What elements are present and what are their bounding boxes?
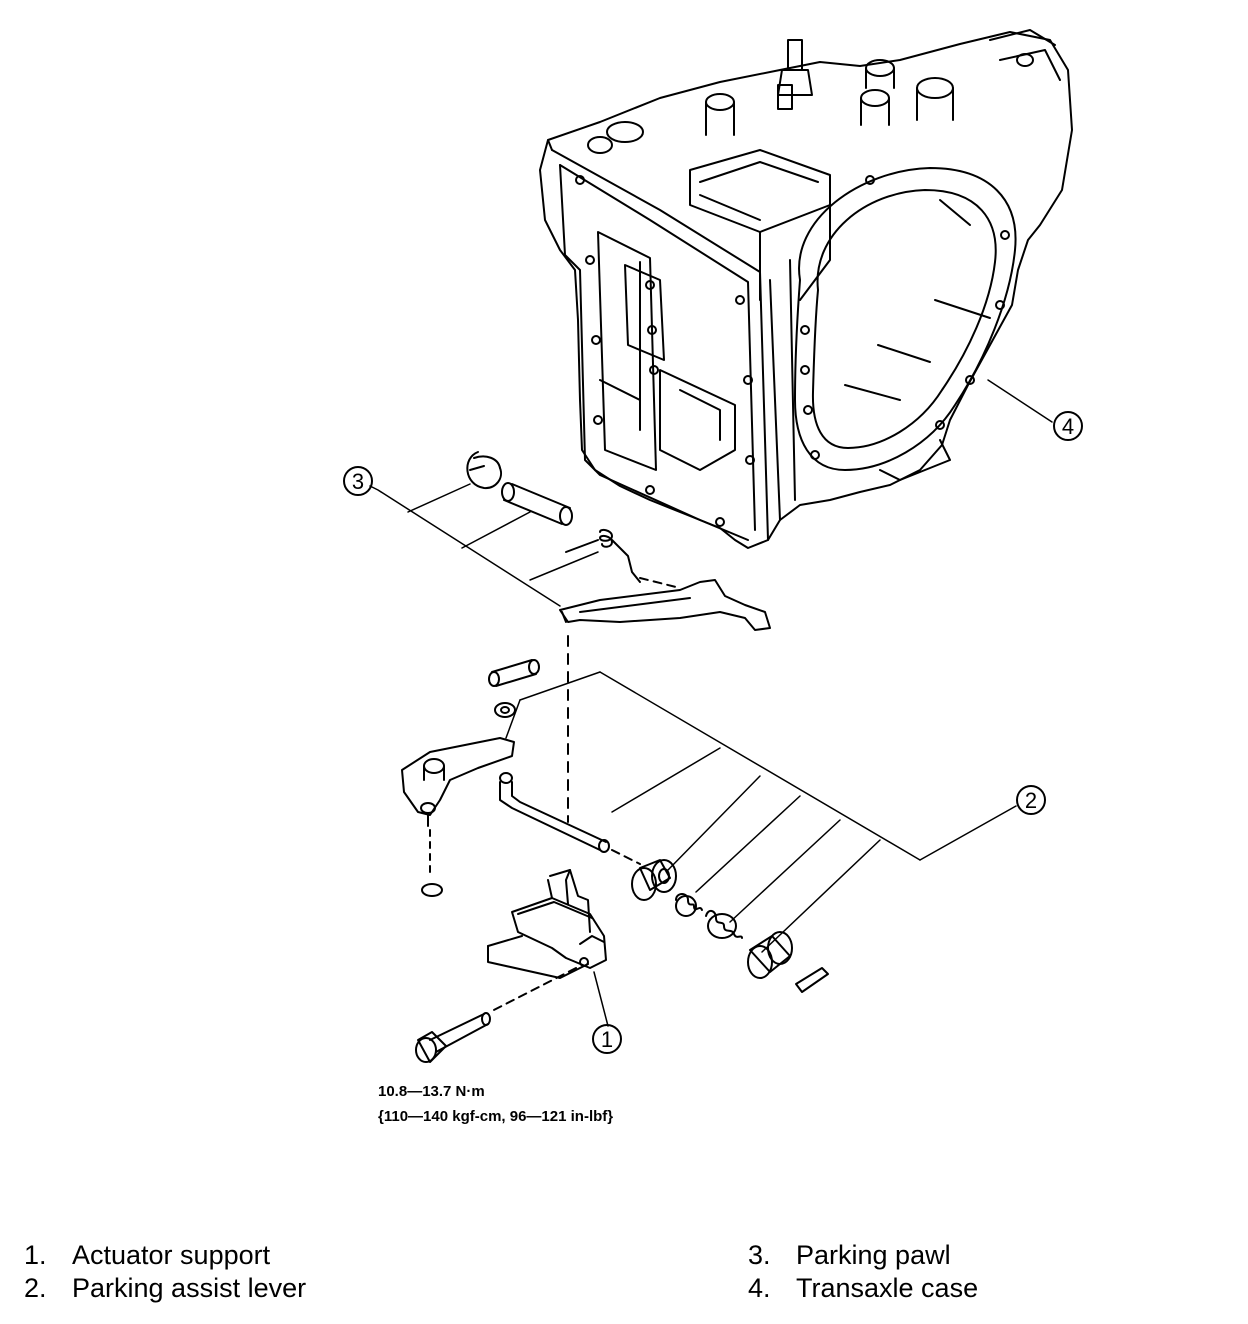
callout-2-label: 2 — [1025, 788, 1037, 813]
legend-item-label: Parking assist lever — [72, 1273, 307, 1303]
legend-item-label: Transaxle case — [796, 1273, 979, 1303]
legend-item-3: 3. Parking pawl — [748, 1240, 951, 1271]
callout-1-label: 1 — [601, 1027, 613, 1052]
legend-item-label: Actuator support — [72, 1240, 271, 1270]
callout-2-circle — [1016, 785, 1046, 815]
legend-item-number: 2. — [24, 1273, 47, 1303]
parking-pawl-drawing — [466, 451, 771, 631]
torque-spec-nm: 10.8—13.7 N·m — [378, 1083, 485, 1100]
legend-item-number: 4. — [748, 1273, 771, 1303]
callout-3-circle — [343, 466, 373, 496]
legend-item-4: 4. Transaxle case — [748, 1273, 978, 1304]
leader-lines — [369, 379, 1053, 1027]
torque-spec-imperial: {110—140 kgf-cm, 96—121 in-lbf} — [378, 1108, 614, 1125]
legend-item-2: 2. Parking assist lever — [24, 1273, 306, 1304]
legend-item-number: 1. — [24, 1240, 47, 1270]
actuator-support-drawing — [415, 869, 607, 1063]
transaxle-case-drawing — [539, 29, 1073, 549]
legend-item-1: 1. Actuator support — [24, 1240, 270, 1271]
callout-4-label: 4 — [1062, 414, 1074, 439]
callout-3-label: 3 — [352, 469, 364, 494]
legend-item-label: Parking pawl — [796, 1240, 951, 1270]
callout-4-circle — [1053, 411, 1083, 441]
parking-assist-lever-drawing — [401, 635, 829, 993]
callout-1-circle — [592, 1024, 622, 1054]
legend-item-number: 3. — [748, 1240, 771, 1270]
